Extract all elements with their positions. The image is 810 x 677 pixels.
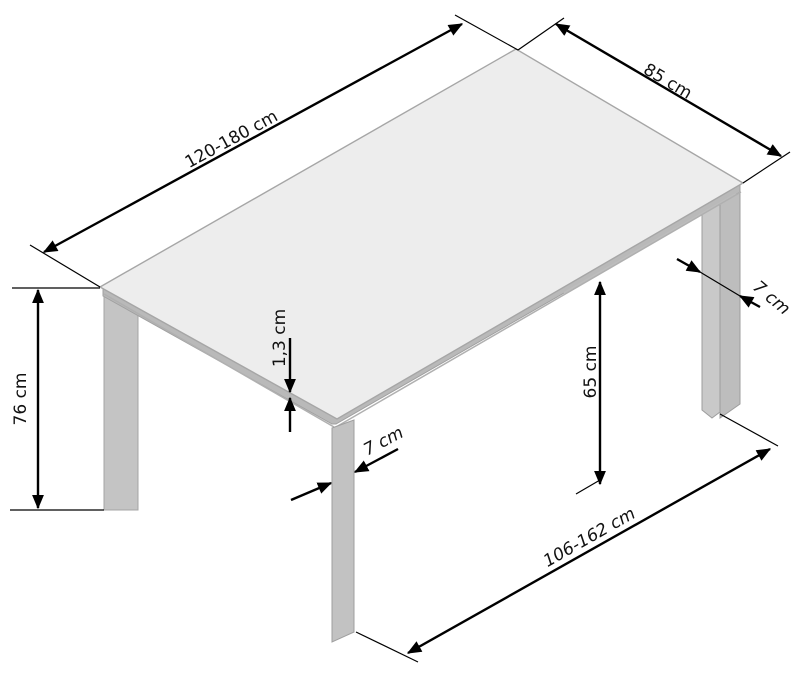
- left-leg: [103, 293, 139, 511]
- leg-span-label: 106-162 cm: [540, 504, 639, 572]
- clearance-height-label: 65 cm: [581, 346, 601, 399]
- length-label: 120-180 cm: [182, 106, 281, 172]
- front-leg-width-label: 7 cm: [360, 423, 407, 460]
- back-right-leg: [701, 189, 741, 419]
- width-label: 85 cm: [640, 60, 696, 104]
- clearance-height-dimension: 65 cm: [575, 280, 606, 495]
- top-thickness-dimension: 1,3 cm: [270, 309, 296, 432]
- leg-span-dimension: 106-162 cm: [355, 413, 779, 663]
- front-leg: [331, 419, 355, 643]
- height-label: 76 cm: [11, 373, 31, 426]
- top-thickness-label: 1,3 cm: [270, 309, 290, 367]
- tabletop: [98, 48, 745, 428]
- height-dimension: 76 cm: [10, 287, 104, 511]
- back-leg-width-label: 7 cm: [749, 277, 794, 319]
